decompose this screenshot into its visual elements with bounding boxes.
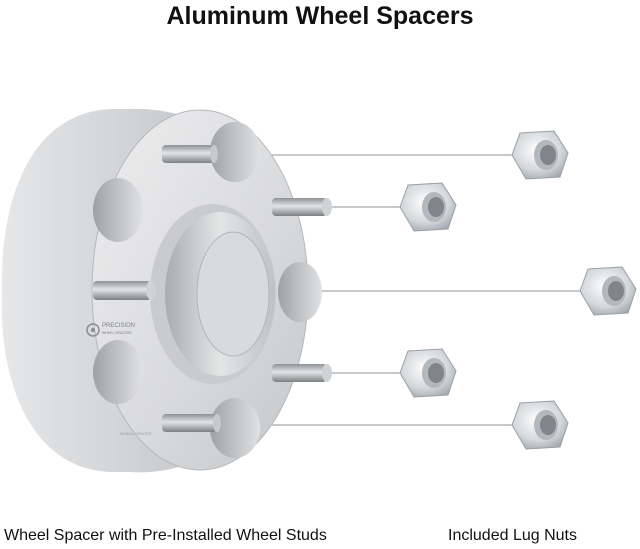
wheel-stud xyxy=(272,364,332,382)
lug-nut-icon xyxy=(399,348,457,398)
lug-nut-icon xyxy=(579,266,637,316)
lug-nuts xyxy=(399,130,637,450)
lug-nut-icon xyxy=(511,130,569,180)
page-title: Aluminum Wheel Spacers xyxy=(166,2,474,30)
lug-hole xyxy=(93,340,143,404)
lug-nut-icon xyxy=(511,400,569,450)
lug-hole xyxy=(210,398,260,458)
lug-hole xyxy=(93,178,143,242)
wheel-stud xyxy=(272,198,332,216)
wheel-stud xyxy=(162,145,218,163)
wheel-stud xyxy=(93,280,156,300)
wheel-stud xyxy=(162,414,221,432)
lug-holes xyxy=(93,122,322,458)
svg-text:WHEEL SPACERS: WHEEL SPACERS xyxy=(102,331,132,335)
lug-hole xyxy=(278,262,322,322)
precision-logo: PRECISION WHEEL SPACERS xyxy=(86,323,135,337)
svg-text:PRECISION: PRECISION xyxy=(102,323,135,329)
lug-hole xyxy=(210,122,260,182)
wheel-spacer: PRECISION WHEEL SPACERS WHEEL SPACER xyxy=(1,108,322,473)
lug-nut-icon xyxy=(399,182,457,232)
wheel-studs xyxy=(93,145,332,432)
spacer-caption: Wheel Spacer with Pre-Installed Wheel St… xyxy=(4,527,327,544)
lug-nuts-caption: Included Lug Nuts xyxy=(448,527,577,544)
engraving-text: WHEEL SPACER xyxy=(120,431,151,436)
